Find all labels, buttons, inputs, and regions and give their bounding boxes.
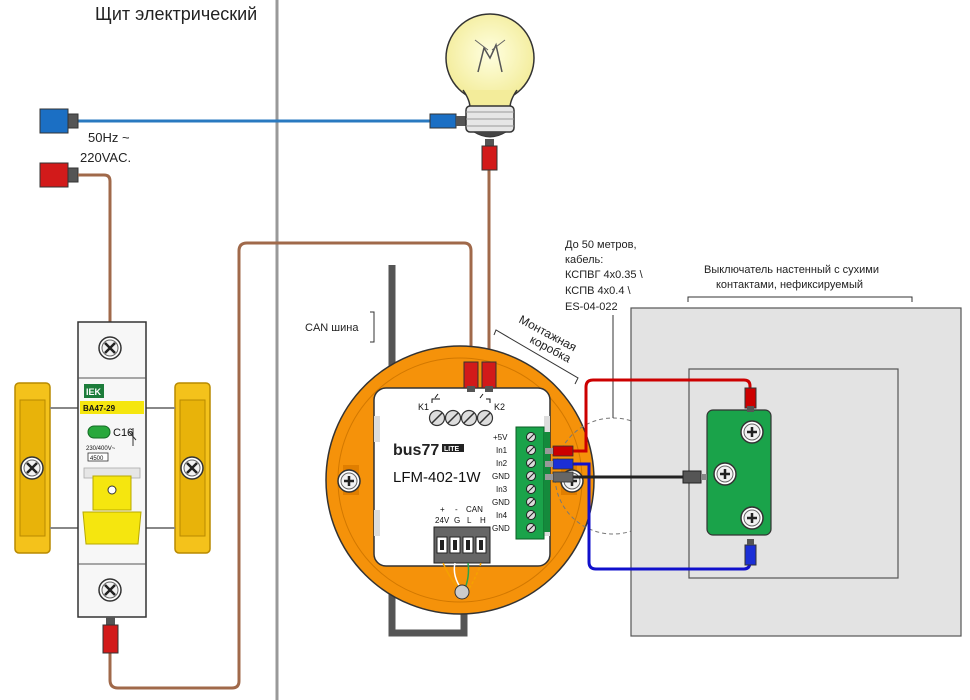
switch-wire-connectors	[545, 387, 757, 566]
relay-label-k1: K1	[418, 402, 429, 412]
cable-gland	[454, 584, 470, 600]
din-rail-clip-right	[174, 382, 211, 554]
cable-desc-line4: КСПВ 4х0.4 \	[565, 285, 631, 297]
cable-desc-line3: КСПВГ 4х0.35 \	[565, 269, 644, 281]
pin-label: -	[455, 505, 458, 514]
relay-module: K1 K2 bus77 LITE LFM-402-1W +5V In1 In2 …	[373, 387, 551, 567]
mains-frequency: 50Hz ~	[88, 130, 130, 145]
pin-label: CAN	[466, 505, 483, 514]
cable-desc-line5: ES-04-022	[565, 301, 618, 313]
neutral-wire	[39, 108, 466, 134]
din-rail-clip-left	[14, 382, 51, 554]
pin-label: In4	[496, 511, 508, 520]
switch-label-line1: Выключатель настенный с сухими	[704, 264, 879, 276]
bulb-phase-connector	[481, 139, 498, 171]
pin-label: In1	[496, 446, 508, 455]
can-bus-label: CAN шина	[305, 322, 359, 334]
module-model: LFM-402-1W	[393, 469, 481, 486]
pin-label: L	[467, 516, 472, 525]
pin-label: G	[454, 516, 460, 525]
mount-box-bracket	[493, 329, 579, 385]
pin-label: GND	[492, 472, 510, 481]
input-terminal-block	[515, 426, 550, 540]
pin-label: In3	[496, 485, 508, 494]
phase-input-connector	[39, 162, 79, 188]
breaker-code: 4500	[90, 456, 104, 462]
module-brand: bus77	[393, 442, 439, 459]
cable-desc-line1: До 50 метров,	[565, 239, 637, 251]
relay-terminals	[428, 409, 494, 427]
relay-label-k2: K2	[494, 402, 505, 412]
phase-wires	[78, 168, 491, 690]
can-terminal-block	[433, 526, 491, 564]
pin-label: In2	[496, 459, 508, 468]
module-phase-connectors	[463, 361, 497, 392]
breaker-spec: 230/400V~	[86, 446, 116, 452]
switch-label-bracket	[687, 296, 913, 302]
switch-label-line2: контактами, нефиксируемый	[716, 279, 863, 291]
light-bulb	[445, 13, 535, 138]
can-bus-bracket	[370, 311, 375, 343]
pin-label: GND	[492, 498, 510, 507]
cable-desc-line2: кабель:	[565, 254, 603, 266]
breaker-brand: IEK	[86, 387, 102, 397]
module-edition: LITE	[444, 446, 459, 453]
breaker-rating: C16	[113, 427, 133, 439]
pin-label: 24V	[435, 516, 450, 525]
panel-title: Щит электрический	[95, 4, 257, 24]
pin-label: H	[480, 516, 486, 525]
breaker-model: BA47-29	[83, 404, 116, 413]
circuit-breaker: IEK BA47-29 C16 230/400V~ 4500	[77, 321, 147, 618]
mains-voltage: 220VAC.	[80, 150, 131, 165]
pin-label: +5V	[493, 433, 508, 442]
breaker-output-connector	[102, 617, 119, 654]
pin-label: +	[440, 505, 445, 514]
pin-label: GND	[492, 524, 510, 533]
wall-switch	[630, 307, 962, 637]
